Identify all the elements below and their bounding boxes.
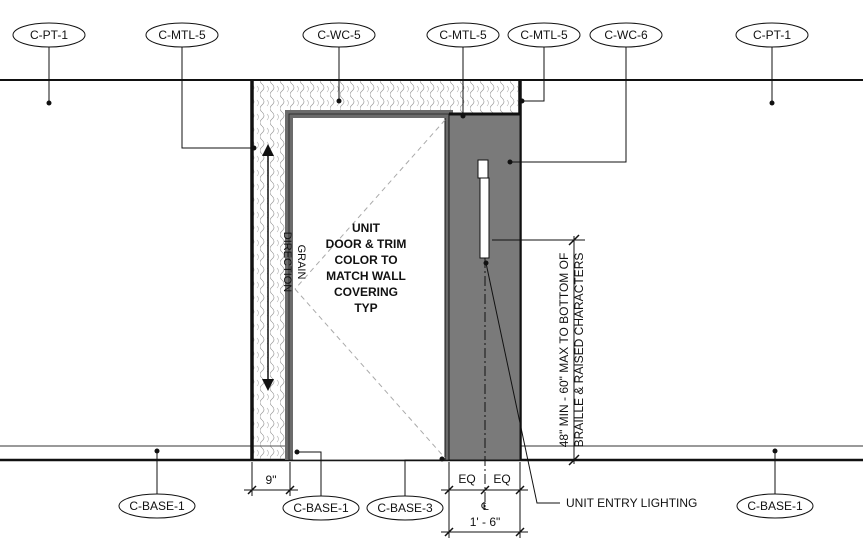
nine-inch-text: 9" [266,473,277,487]
swing-line-upper [294,119,446,290]
tag-base3: C-BASE-3 [366,456,445,521]
eq-left-text: EQ [458,472,475,486]
tag-wc6: C-WC-6 [507,22,663,165]
tag-wc5: C-WC-5 [302,22,376,104]
height-tick-bottom [568,454,580,466]
tag-label: C-MTL-5 [520,28,568,42]
tag-label: C-MTL-5 [439,28,487,42]
height-note-line1: 48" MIN - 60" MAX TO BOTTOM OF [557,253,571,448]
tag-label: C-WC-6 [604,28,648,42]
tag-label: C-BASE-1 [293,501,349,515]
door-note-line6: TYP [354,301,377,315]
height-note: 48" MIN - 60" MAX TO BOTTOM OF BRAILLE &… [557,253,586,448]
door-leaf [293,118,445,460]
centerline-symbol: ℄ [480,501,488,513]
tag-label: C-PT-1 [30,28,68,42]
tag-mtl5-right: C-MTL-5 [507,22,581,104]
dimension-nine-inch: 9" [244,462,298,496]
door-note-line4: MATCH WALL [326,269,406,283]
total-dimension-text: 1' - 6" [470,515,501,529]
dimension-eq: EQ EQ ℄ [441,462,528,538]
tag-base1-mid: C-BASE-1 [282,449,360,521]
tag-label: C-MTL-5 [158,28,206,42]
tag-base1-left: C-BASE-1 [118,448,196,519]
light-fixture-body [479,177,490,259]
tag-pt1-right: C-PT-1 [735,22,809,106]
door-note-line2: DOOR & TRIM [326,237,407,251]
height-tick-top [568,234,580,246]
height-note-line2: BRAILLE & RAISED CHARACTERS [572,253,586,448]
lighting-text: UNIT ENTRY LIGHTING [566,496,697,510]
tag-base1-right: C-BASE-1 [736,448,814,519]
tag-label: C-WC-5 [317,28,361,42]
tag-label: C-BASE-3 [377,501,433,515]
grain-text-line2: DIRECTION [281,232,293,293]
door-note: UNIT DOOR & TRIM COLOR TO MATCH WALL COV… [326,221,407,315]
swing-line-lower [294,288,446,459]
tag-label: C-BASE-1 [129,499,185,513]
light-fixture-top [477,159,489,179]
door-note-line3: COLOR TO [334,253,397,267]
tag-mtl5-mid: C-MTL-5 [426,22,500,119]
door-note-line5: COVERING [334,285,398,299]
door-note-line1: UNIT [352,221,381,235]
grain-text-line1: GRAIN [295,245,307,280]
tag-mtl5-left: C-MTL-5 [145,22,257,151]
lighting-callout: UNIT ENTRY LIGHTING [483,260,697,510]
tag-label: C-PT-1 [753,28,791,42]
dimension-total: 1' - 6" [441,515,528,537]
eq-right-text: EQ [493,472,510,486]
tag-pt1-left: C-PT-1 [12,22,86,106]
grain-direction-note: GRAIN DIRECTION [281,232,307,293]
tag-label: C-BASE-1 [747,499,803,513]
